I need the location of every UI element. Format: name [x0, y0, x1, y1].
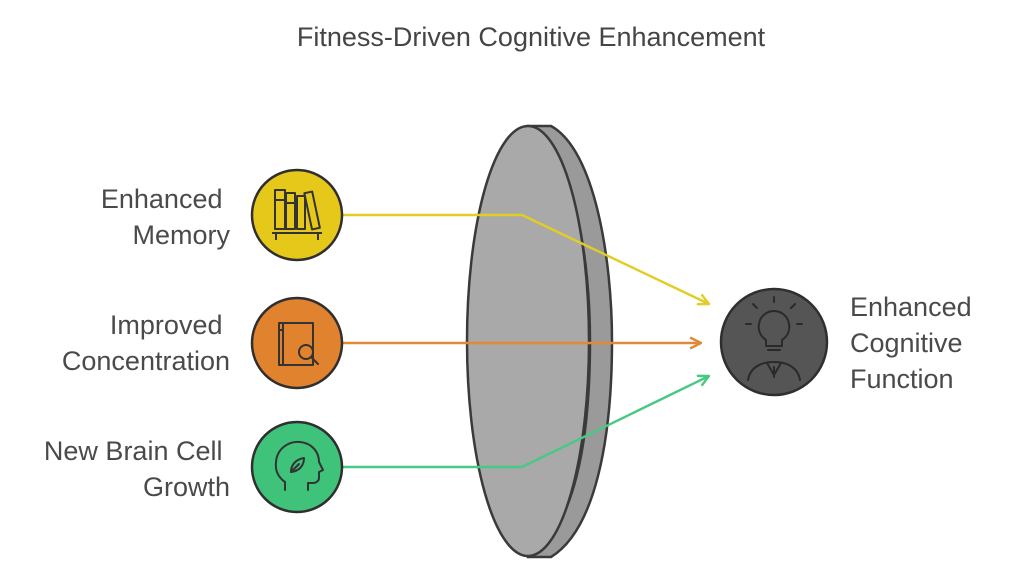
concentration-label-line-2: Concentration: [62, 346, 230, 376]
concentration-circle: [250, 296, 344, 390]
lens-shape: [465, 124, 614, 559]
brain-cell-label: New Brain Cell Growth: [44, 436, 230, 502]
connector-memory: [343, 213, 711, 306]
output-node: Enhanced Cognitive Function: [719, 287, 979, 397]
memory-label-line-1: Enhanced: [101, 184, 223, 214]
concentration-label: Improved Concentration: [62, 310, 230, 376]
lens-face: [465, 124, 591, 558]
brain-cell-label-line-1: New Brain Cell: [44, 436, 223, 466]
diagram-title: Fitness-Driven Cognitive Enhancement: [297, 22, 766, 52]
memory-label: Enhanced Memory: [101, 184, 231, 250]
book-search-icon: [278, 322, 319, 366]
output-label-line-1: Enhanced: [850, 292, 972, 322]
output-label-line-2: Cognitive: [850, 328, 963, 358]
head-leaf-icon: [274, 440, 324, 491]
concentration-label-line-1: Improved: [110, 310, 223, 340]
input-node-brain-cell: New Brain Cell Growth: [44, 420, 344, 514]
input-node-memory: Enhanced Memory: [101, 168, 344, 262]
brain-cell-label-line-2: Growth: [143, 472, 230, 502]
input-node-concentration: Improved Concentration: [62, 296, 344, 390]
output-label-line-3: Function: [850, 364, 954, 394]
connector-brain-cell: [343, 374, 711, 469]
person-lightbulb-icon: [745, 296, 803, 381]
output-circle: [719, 287, 829, 397]
memory-label-line-2: Memory: [132, 220, 230, 250]
output-label: Enhanced Cognitive Function: [850, 292, 979, 394]
books-icon: [272, 189, 322, 240]
